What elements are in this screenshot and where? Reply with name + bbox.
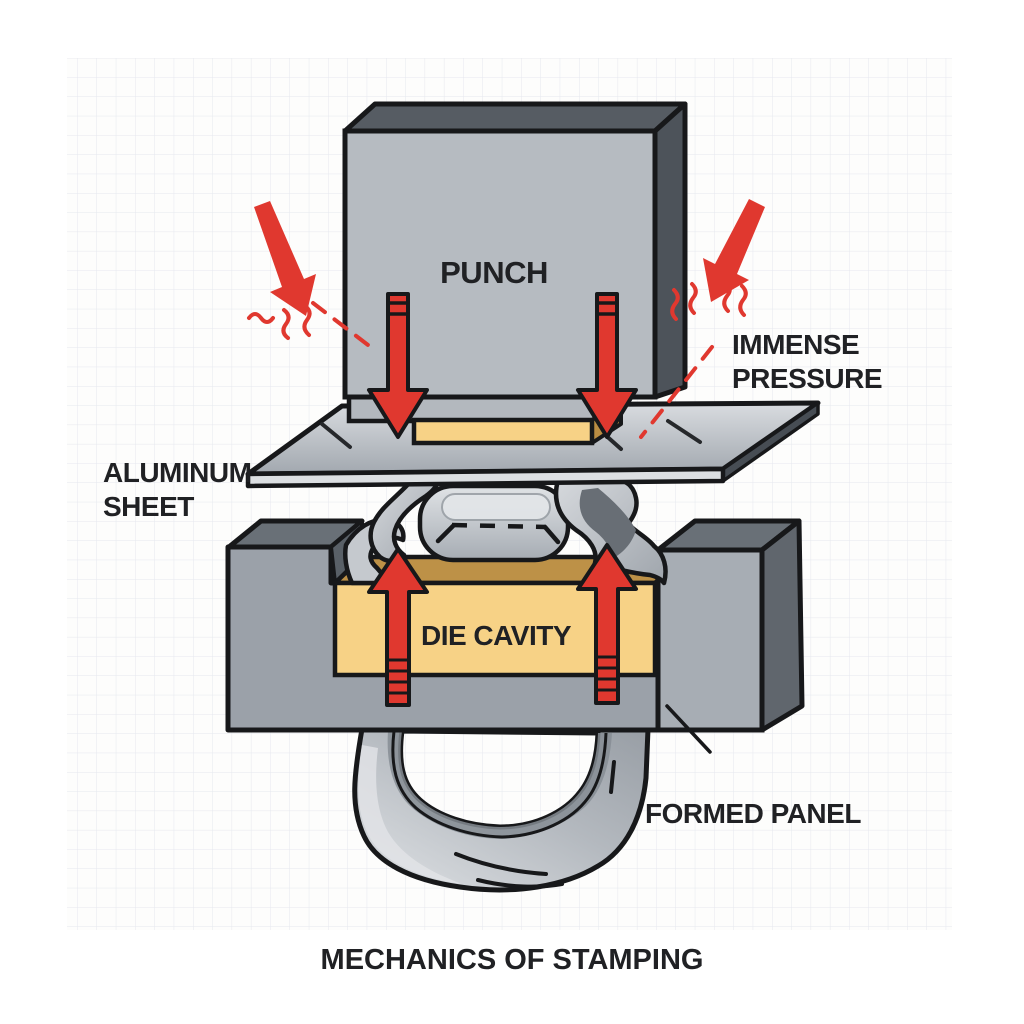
diagonal-pressure-arrow-left (254, 201, 316, 316)
immense-pressure-line1: IMMENSE (732, 329, 860, 360)
formed-panel-loop (352, 726, 651, 893)
formed-panel-leader-line (665, 704, 712, 754)
aluminum-sheet-line1: ALUMINUM (103, 457, 252, 488)
die-cavity-label: DIE CAVITY (420, 620, 572, 651)
pressure-dashed-line-right (639, 345, 714, 439)
vibration-squiggles-right (670, 280, 748, 321)
vibration-squiggles-left (247, 304, 312, 340)
immense-pressure-line2: PRESSURE (732, 363, 883, 394)
diagonal-pressure-arrow-right (703, 199, 765, 302)
up-force-arrow-right (576, 543, 638, 705)
down-force-arrow-left (367, 292, 429, 439)
formed-panel-label: FORMED PANEL (645, 798, 861, 829)
pressure-dashed-line-left (311, 301, 370, 347)
punch-label: PUNCH (440, 255, 548, 290)
aluminum-sheet-line2: SHEET (103, 491, 194, 522)
diagram-title: MECHANICS OF STAMPING (320, 944, 704, 976)
down-force-arrow-right (576, 292, 638, 439)
up-force-arrow-left (367, 547, 429, 707)
